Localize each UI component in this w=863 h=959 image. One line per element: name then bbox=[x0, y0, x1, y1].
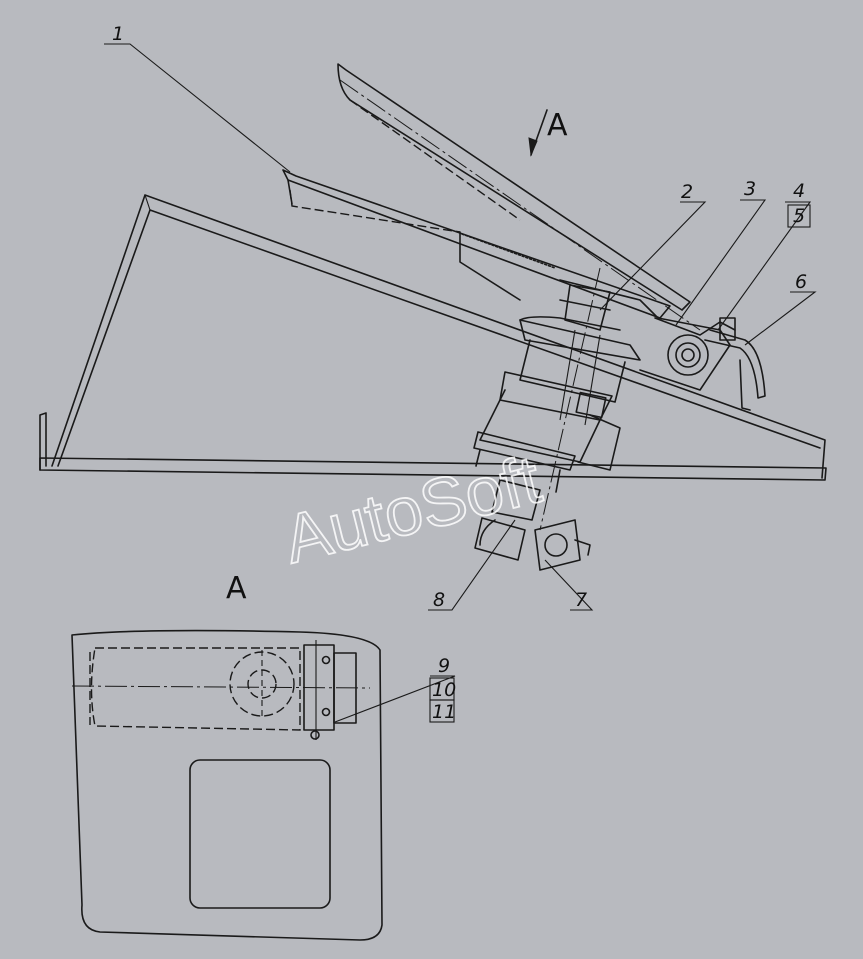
callout-5: 5 bbox=[793, 205, 805, 227]
callout-2: 2 bbox=[681, 181, 693, 203]
view-arrow-a bbox=[528, 109, 548, 157]
fitting-right bbox=[534, 519, 591, 571]
floor-base bbox=[39, 412, 827, 481]
callout-1: 1 bbox=[112, 23, 124, 45]
callout-boxes bbox=[429, 677, 455, 723]
callout-4: 4 bbox=[793, 180, 805, 202]
view-a-title: A bbox=[226, 571, 247, 606]
callout-11: 11 bbox=[432, 701, 456, 723]
valve-body bbox=[473, 267, 641, 531]
sloped-platform bbox=[51, 194, 826, 479]
view-a-hinge bbox=[303, 640, 357, 740]
pedal-raised-position bbox=[337, 63, 701, 331]
callout-10: 10 bbox=[432, 679, 456, 701]
callout-8: 8 bbox=[433, 589, 445, 611]
view-a-pedal-outline bbox=[71, 647, 371, 731]
callout-3: 3 bbox=[744, 178, 756, 200]
callout-7: 7 bbox=[575, 589, 587, 611]
leader-lines bbox=[104, 43, 817, 723]
pedal-plate bbox=[282, 169, 671, 319]
hinge-bracket bbox=[559, 279, 736, 391]
view-arrow-label: A bbox=[547, 108, 568, 143]
callout-9: 9 bbox=[438, 655, 450, 677]
callout-6: 6 bbox=[795, 271, 807, 293]
spring-leaf bbox=[704, 329, 766, 411]
view-a-plate bbox=[71, 629, 383, 941]
view-a-window bbox=[189, 759, 331, 909]
